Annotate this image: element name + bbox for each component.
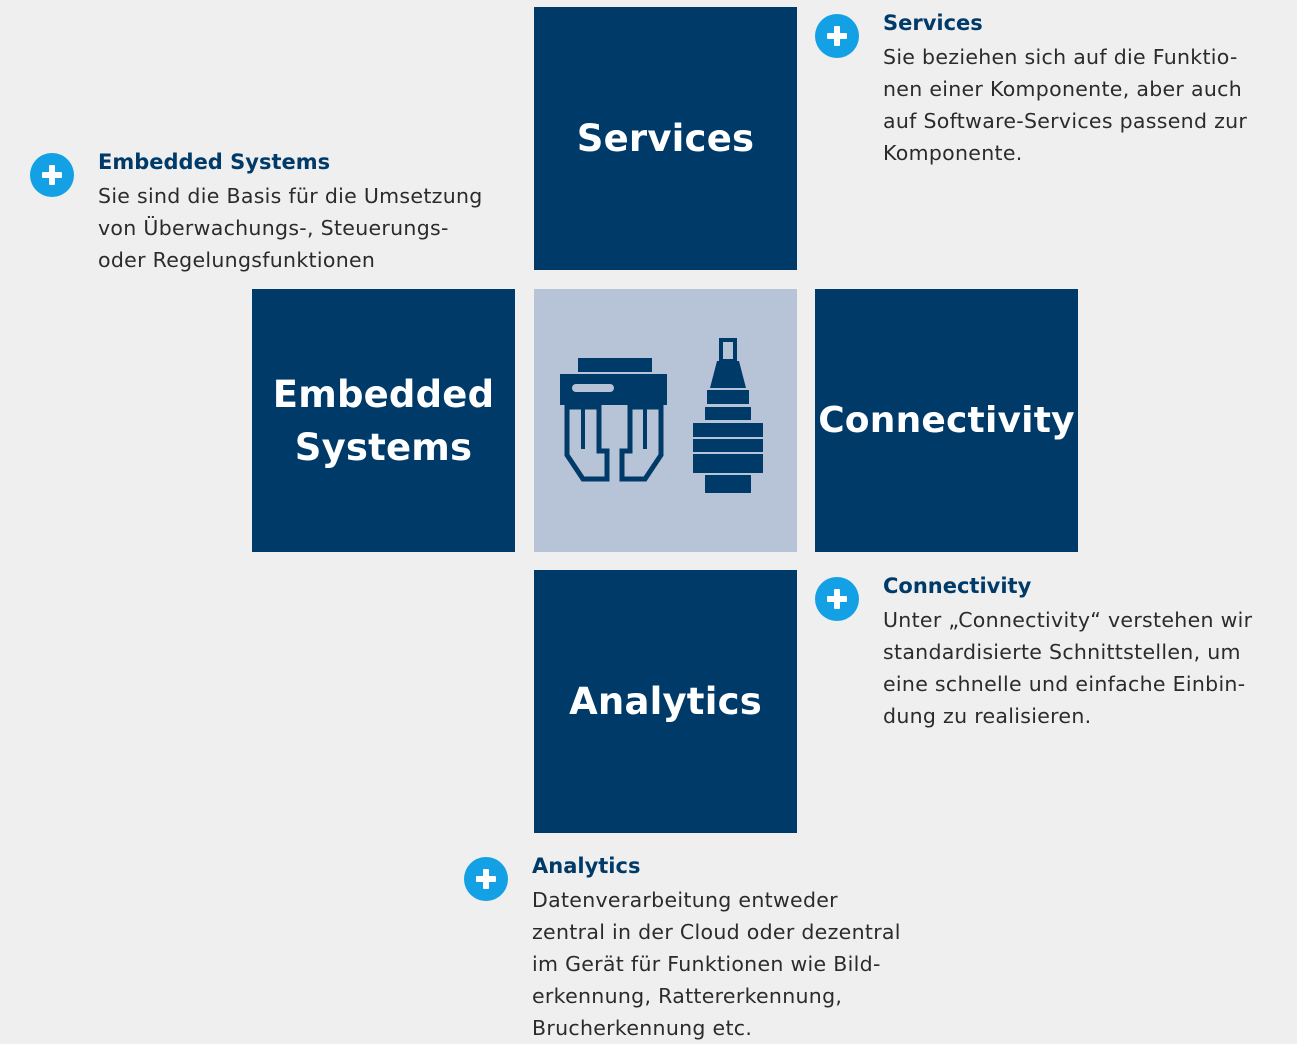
analytics-info-line: zentral in der Cloud oder dezentral — [532, 920, 901, 944]
embedded-systems-tile-label-line1: Embedded — [272, 372, 495, 416]
services-info-line: nen einer Komponente, aber auch — [883, 77, 1242, 101]
connectivity-info-line: Unter „Connectivity“ verstehen wir — [883, 608, 1253, 632]
plus-icon[interactable] — [464, 857, 508, 901]
embedded-systems-info-line: von Überwachungs-, Steuerungs- — [98, 216, 449, 240]
embedded-systems-info-line: Sie sind die Basis für die Umsetzung — [98, 184, 483, 208]
analytics-info-text: Datenverarbeitung entweder zentral in de… — [532, 884, 901, 1044]
connectivity-tile-label: Connectivity — [818, 400, 1075, 441]
services-info-line: auf Software-Services passend zur — [883, 109, 1248, 133]
services-tile: Services — [534, 7, 797, 270]
embedded-systems-info-line: oder Regelungsfunktionen — [98, 248, 376, 272]
component-illustration — [560, 338, 763, 493]
plus-icon[interactable] — [815, 577, 859, 621]
analytics-info-line: Datenverarbeitung entweder — [532, 888, 838, 912]
services-info-line: Sie beziehen sich auf die Funktio- — [883, 45, 1238, 69]
analytics-tile: Analytics — [534, 570, 797, 833]
services-info-title: Services — [883, 11, 983, 35]
embedded-systems-info-text: Sie sind die Basis für die Umsetzung von… — [98, 180, 483, 276]
component-illustration-tile — [534, 289, 797, 552]
services-info-text: Sie beziehen sich auf die Funktio- nen e… — [883, 41, 1247, 169]
analytics-info-line: im Gerät für Funktionen wie Bild- — [532, 952, 881, 976]
embedded-systems-info-title: Embedded Systems — [98, 150, 331, 174]
embedded-systems-tile-label-line2: Systems — [294, 425, 473, 469]
plus-icon[interactable] — [30, 153, 74, 197]
analytics-info-title: Analytics — [532, 854, 641, 878]
connectivity-info-text: Unter „Connectivity“ verstehen wir stand… — [883, 604, 1252, 732]
services-tile-label: Services — [576, 117, 755, 160]
embedded-systems-tile: Embedded Systems — [252, 289, 515, 552]
connectivity-info-line: dung zu realisieren. — [883, 704, 1092, 728]
analytics-tile-label: Analytics — [569, 680, 762, 723]
connectivity-info-line: eine schnelle und einfache Einbin- — [883, 672, 1246, 696]
gripper-icon — [560, 358, 667, 482]
connectivity-tile: Connectivity — [815, 289, 1078, 552]
analytics-info-line: erkennung, Rattererkennung, — [532, 984, 843, 1008]
services-info-line: Komponente. — [883, 141, 1023, 165]
plus-icon[interactable] — [815, 14, 859, 58]
connectivity-info-title: Connectivity — [883, 574, 1032, 598]
analytics-info-line: Brucherkennung etc. — [532, 1016, 753, 1040]
connectivity-info-line: standardisierte Schnittstellen, um — [883, 640, 1241, 664]
tool-holder-icon — [693, 338, 763, 493]
